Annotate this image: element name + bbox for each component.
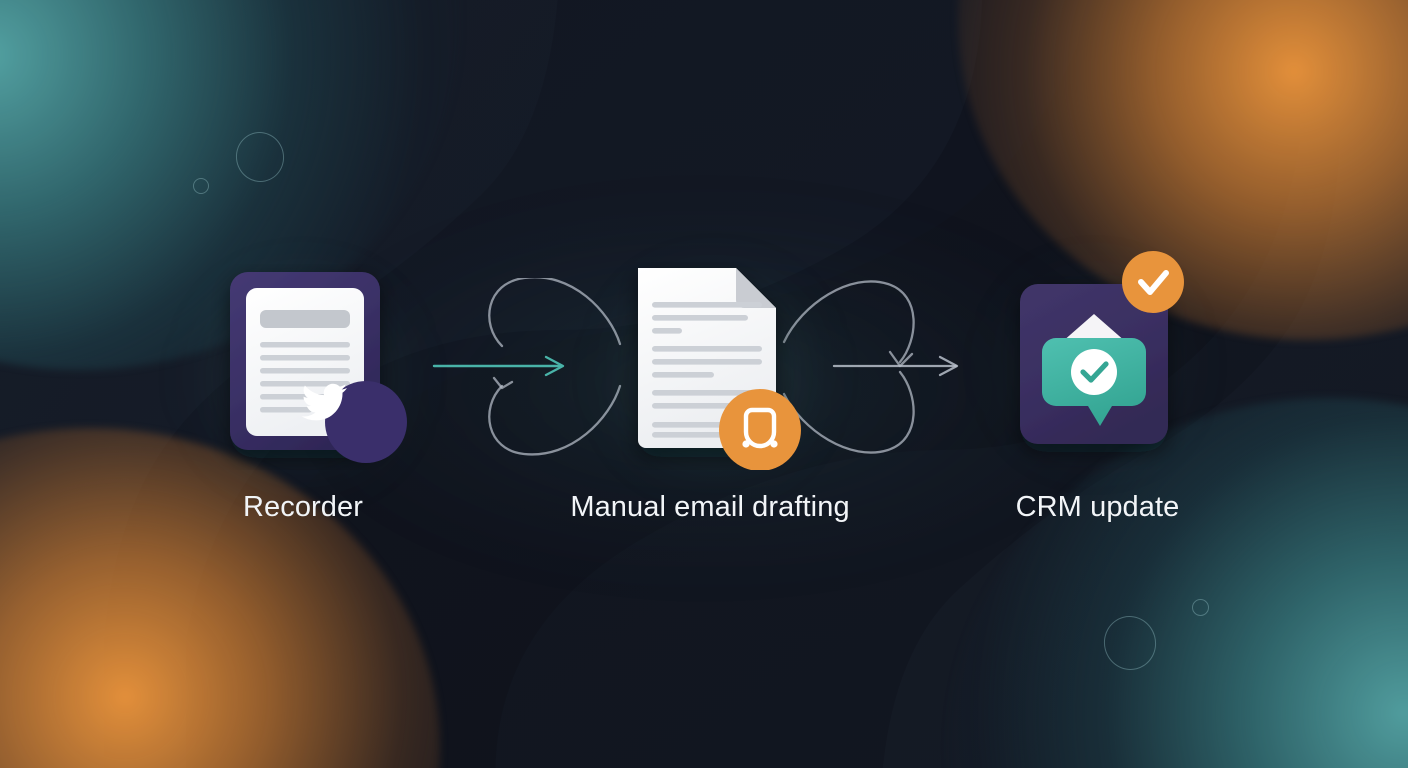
recorder-paper-heading bbox=[260, 310, 350, 328]
document-card-icon bbox=[230, 272, 407, 463]
drafting-page-fold bbox=[736, 268, 776, 308]
flow-node-label-crm: CRM update bbox=[1015, 491, 1180, 523]
crm-envelope-flap bbox=[1062, 314, 1126, 342]
flow-node-label-drafting: Manual email drafting bbox=[570, 491, 850, 523]
connector-drafting-to-crm bbox=[782, 280, 959, 454]
crm-icon-art bbox=[960, 244, 1235, 475]
flow-node-crm[interactable]: CRM update bbox=[960, 244, 1235, 524]
envelope-check-icon bbox=[1020, 251, 1184, 444]
twitter-bird-badge bbox=[301, 381, 407, 463]
drafting-icon-art bbox=[540, 262, 880, 475]
shopping-bag-badge bbox=[719, 389, 801, 471]
connector-recorder-to-drafting bbox=[432, 278, 622, 456]
flow-node-drafting[interactable]: Manual email drafting bbox=[540, 262, 880, 524]
crm-check-mark bbox=[1071, 349, 1117, 395]
paper-document-icon bbox=[638, 268, 801, 471]
flow-node-recorder[interactable]: Recorder bbox=[170, 264, 436, 524]
flow-node-label-recorder: Recorder bbox=[242, 491, 364, 523]
check-circle-badge bbox=[1122, 251, 1184, 313]
recorder-icon-art bbox=[170, 264, 436, 475]
